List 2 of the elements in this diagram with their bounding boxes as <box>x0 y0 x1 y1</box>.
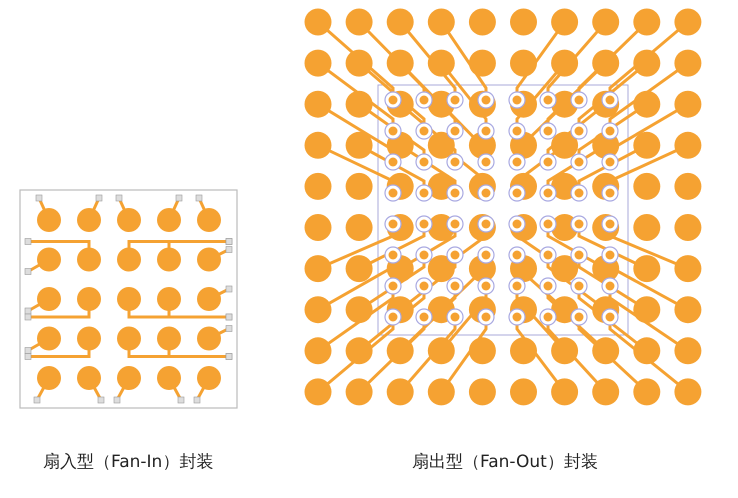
caption: 扇入型（Fan-In）封装 <box>43 451 214 473</box>
caption: 扇出型（Fan-Out）封装 <box>412 451 598 473</box>
